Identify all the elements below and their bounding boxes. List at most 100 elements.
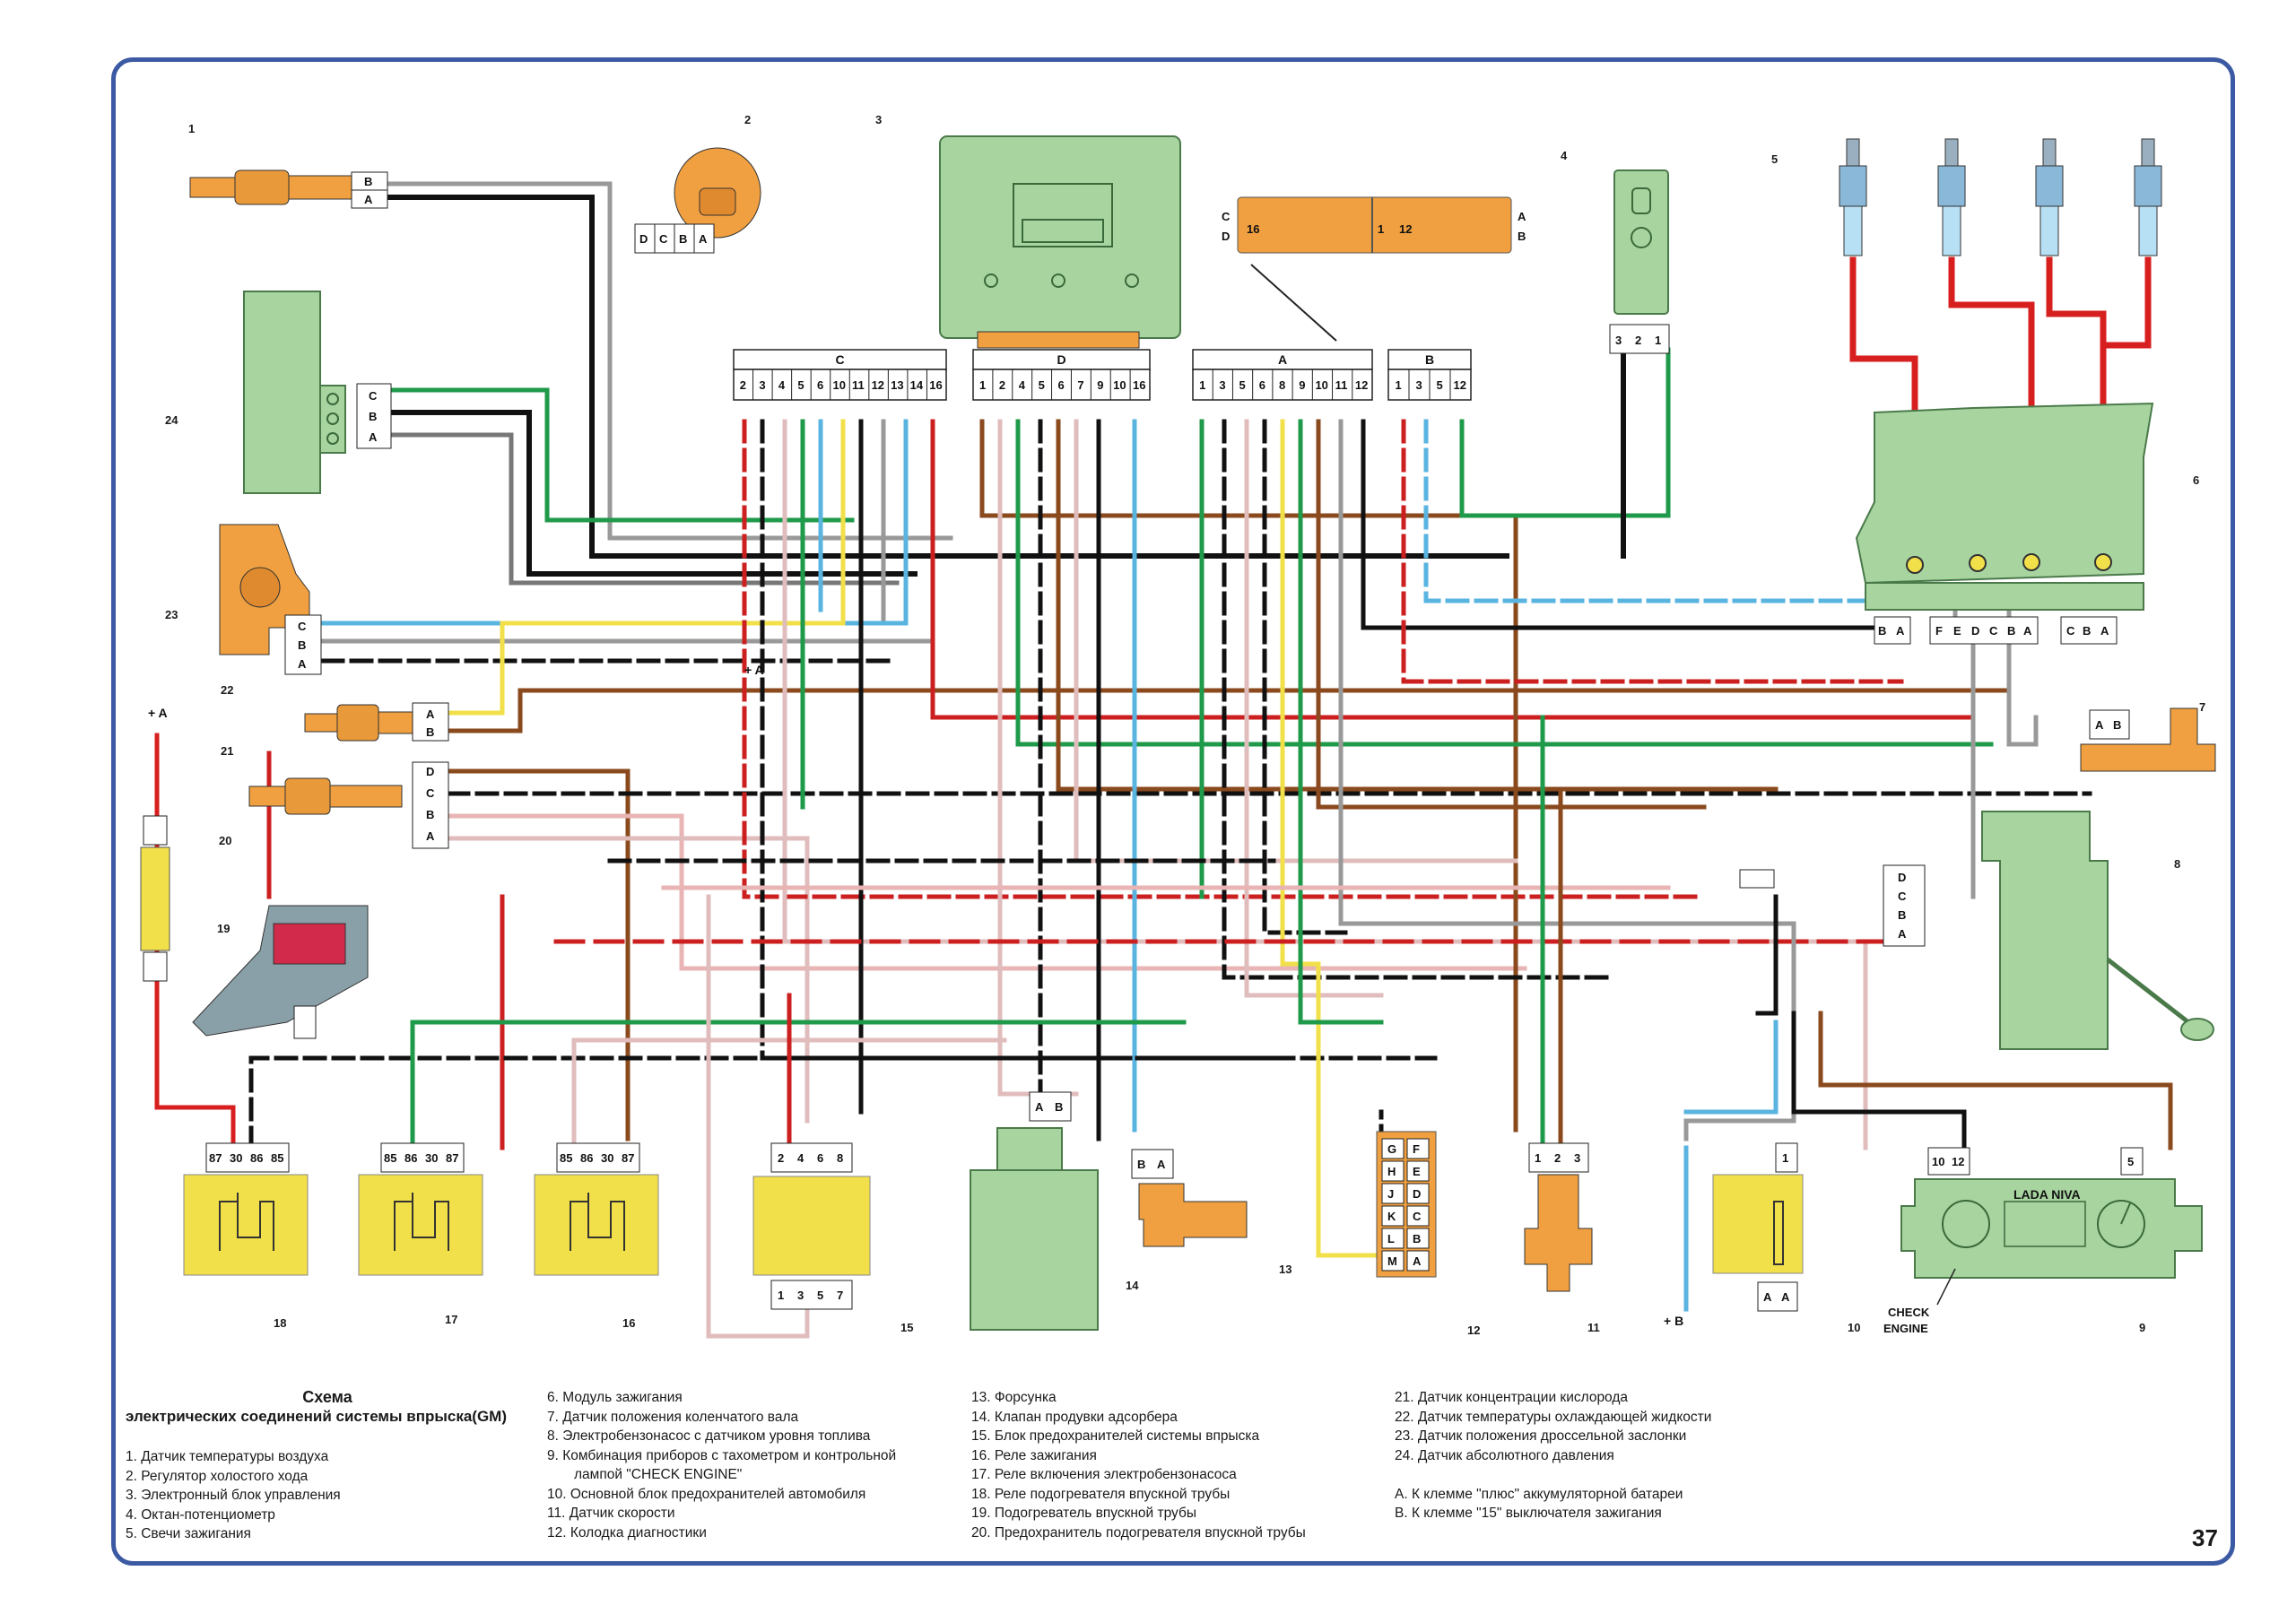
svg-text:A: A — [1781, 1290, 1790, 1304]
component-number: 22 — [221, 683, 233, 697]
svg-text:1: 1 — [1535, 1151, 1541, 1165]
svg-text:1: 1 — [1378, 222, 1384, 236]
connector-pin: 1 — [979, 378, 986, 392]
svg-text:2: 2 — [1635, 334, 1641, 347]
svg-text:10: 10 — [1932, 1155, 1944, 1168]
svg-text:C: C — [1222, 210, 1231, 223]
diagram-frame — [111, 57, 2235, 1566]
svg-text:A: A — [699, 232, 708, 246]
svg-text:B: B — [1137, 1158, 1145, 1171]
svg-text:C: C — [369, 389, 378, 403]
svg-text:E: E — [1953, 624, 1961, 638]
relay-pin: 30 — [425, 1151, 438, 1165]
svg-text:A: A — [1518, 210, 1526, 223]
svg-text:A: A — [364, 193, 373, 206]
component-number: 6 — [2193, 473, 2199, 487]
svg-text:1: 1 — [1655, 334, 1661, 347]
component-number: 19 — [217, 922, 230, 935]
svg-text:A: A — [1157, 1158, 1166, 1171]
svg-text:D: D — [1898, 871, 1906, 884]
connector-pin: 6 — [817, 378, 823, 392]
svg-text:B: B — [426, 725, 434, 739]
legend-item: 4. Октан-потенциометр — [126, 1506, 275, 1523]
svg-text:D: D — [426, 765, 434, 778]
connector-pin: 4 — [778, 378, 786, 392]
connector-header: C — [836, 352, 845, 367]
relay-pin: 86 — [404, 1151, 417, 1165]
connector-pin: 3 — [1219, 378, 1225, 392]
svg-text:A: A — [1896, 624, 1905, 638]
connector-pin: 10 — [1315, 378, 1327, 392]
svg-text:C: C — [1898, 890, 1907, 903]
svg-text:A: A — [1035, 1100, 1044, 1114]
svg-text:B: B — [679, 232, 687, 246]
legend-item: 22. Датчик температуры охлаждающей жидко… — [1395, 1409, 1712, 1425]
svg-text:5: 5 — [2127, 1155, 2134, 1168]
svg-text:4: 4 — [797, 1151, 804, 1165]
ecu-plug: C D A B 16 1 12 — [1222, 196, 1526, 342]
mark-a-label: + A — [744, 663, 764, 677]
svg-text:3: 3 — [1615, 334, 1622, 347]
connector-pin: 1 — [1199, 378, 1205, 392]
legend-item: A. К клемме "плюс" аккумуляторной батаре… — [1395, 1486, 1683, 1502]
connector-pin: 5 — [1437, 378, 1443, 392]
diag-pin: K — [1387, 1210, 1396, 1223]
relay-pin: 86 — [580, 1151, 593, 1165]
svg-text:16: 16 — [1247, 222, 1259, 236]
connector-pin: 5 — [797, 378, 804, 392]
connector-pin: 6 — [1058, 378, 1065, 392]
diagram-title-line2: электрических соединений системы впрыска… — [126, 1408, 507, 1425]
connector-pin: 2 — [740, 378, 746, 392]
svg-text:B: B — [1898, 908, 1906, 922]
legend-column-3: 13. Форсунка 14. Клапан продувки адсорбер… — [971, 1388, 1306, 1542]
component-number: 13 — [1279, 1263, 1292, 1276]
svg-text:C: C — [659, 232, 668, 246]
connector-pin: 7 — [1077, 378, 1083, 392]
speed-sensor: 1 2 3 — [1524, 1142, 1593, 1292]
svg-text:D: D — [1971, 624, 1979, 638]
component-number: 20 — [219, 834, 231, 847]
wires — [154, 181, 2173, 1339]
svg-text:B: B — [369, 410, 377, 423]
plus-a-label: + A — [148, 706, 168, 720]
connector-pin: 10 — [833, 378, 846, 392]
diag-pin: H — [1387, 1165, 1396, 1178]
svg-text:1: 1 — [778, 1289, 784, 1302]
ignition-module: B A F E D C B A C B A — [1855, 402, 2154, 645]
svg-text:B: B — [364, 175, 372, 188]
connector-header: B — [1425, 352, 1434, 367]
connector-pin: 14 — [910, 378, 924, 392]
legend-item: 13. Форсунка — [971, 1390, 1057, 1405]
connector-pin: 11 — [1335, 378, 1348, 392]
intake-heater — [192, 905, 369, 1039]
legend-item: лампой "CHECK ENGINE" — [574, 1467, 743, 1482]
legend-item: 17. Реле включения электробензонасоса — [971, 1467, 1237, 1482]
svg-text:B: B — [2007, 624, 2015, 638]
legend-item: 8. Электробензонасос с датчиком уровня т… — [547, 1428, 871, 1444]
diag-pin: J — [1387, 1187, 1394, 1201]
connector-pin: 2 — [999, 378, 1005, 392]
svg-text:5: 5 — [817, 1289, 823, 1302]
component-number: 11 — [1587, 1321, 1600, 1334]
legend-item: 9. Комбинация приборов с тахометром и ко… — [547, 1447, 897, 1463]
lambda-sensor: D C B A — [248, 761, 449, 849]
svg-text:D: D — [639, 232, 648, 246]
legend-item: 7. Датчик положения коленчатого вала — [547, 1409, 799, 1425]
connector-header: D — [1057, 352, 1066, 367]
svg-text:2: 2 — [778, 1151, 784, 1165]
legend-column-2: 6. Модуль зажигания 7. Датчик положения к… — [547, 1388, 896, 1542]
connector-pin: 12 — [1355, 378, 1368, 392]
connector-pin: 3 — [1416, 378, 1422, 392]
legend-item: 21. Датчик концентрации кислорода — [1395, 1390, 1629, 1405]
component-number: 14 — [1126, 1279, 1139, 1292]
svg-text:3: 3 — [797, 1289, 804, 1302]
legend-item: 6. Модуль зажигания — [547, 1390, 683, 1405]
relay-pin: 30 — [601, 1151, 613, 1165]
connector-pin: 16 — [929, 378, 942, 392]
legend-item: 14. Клапан продувки адсорбера — [971, 1409, 1178, 1425]
connector-pin: 4 — [1019, 378, 1026, 392]
